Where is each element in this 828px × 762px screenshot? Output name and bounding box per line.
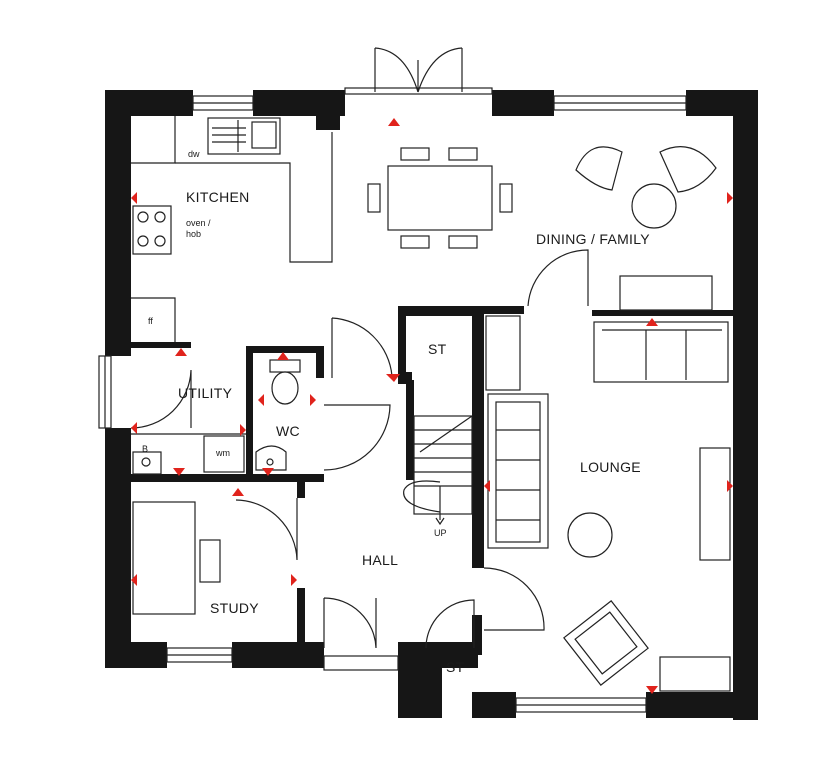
exterior-walls — [105, 90, 758, 720]
dining-family-label: DINING / FAMILY — [536, 231, 650, 247]
dishwasher-label: dw — [188, 149, 200, 159]
dining-table — [367, 147, 513, 249]
dimension-markers — [131, 118, 733, 694]
lounge-label: LOUNGE — [580, 459, 641, 475]
family-furniture — [575, 146, 717, 311]
room-labels: KITCHEN DINING / FAMILY UTILITY WC ST LO… — [178, 189, 650, 675]
oven-hob-label: oven / — [186, 218, 211, 228]
boiler-label: B — [142, 444, 148, 454]
interior-walls — [131, 306, 733, 655]
french-doors — [344, 47, 493, 95]
study-furniture — [132, 501, 221, 615]
door-swings — [130, 249, 589, 649]
fixture-labels: dw oven / hob ff wm B UP — [142, 149, 447, 538]
kitchen-label: KITCHEN — [186, 189, 250, 205]
kitchen-fixtures — [131, 116, 333, 342]
utility-fixtures — [131, 433, 246, 475]
wc-label: WC — [276, 423, 300, 439]
fridge-freezer-label: ff — [148, 316, 153, 326]
st-upper-label: ST — [428, 341, 447, 357]
lounge-furniture — [485, 315, 731, 692]
stairs-up-label: UP — [434, 528, 447, 538]
oven-hob-label-2: hob — [186, 229, 201, 239]
wc-fixtures — [255, 359, 301, 471]
washing-machine-label: wm — [215, 448, 230, 458]
hall-label: HALL — [362, 552, 398, 568]
windows — [98, 95, 687, 713]
hob — [132, 205, 172, 255]
study-label: STUDY — [210, 600, 259, 616]
staircase — [403, 415, 473, 526]
utility-label: UTILITY — [178, 385, 233, 401]
st-lower-label: ST — [446, 659, 465, 675]
